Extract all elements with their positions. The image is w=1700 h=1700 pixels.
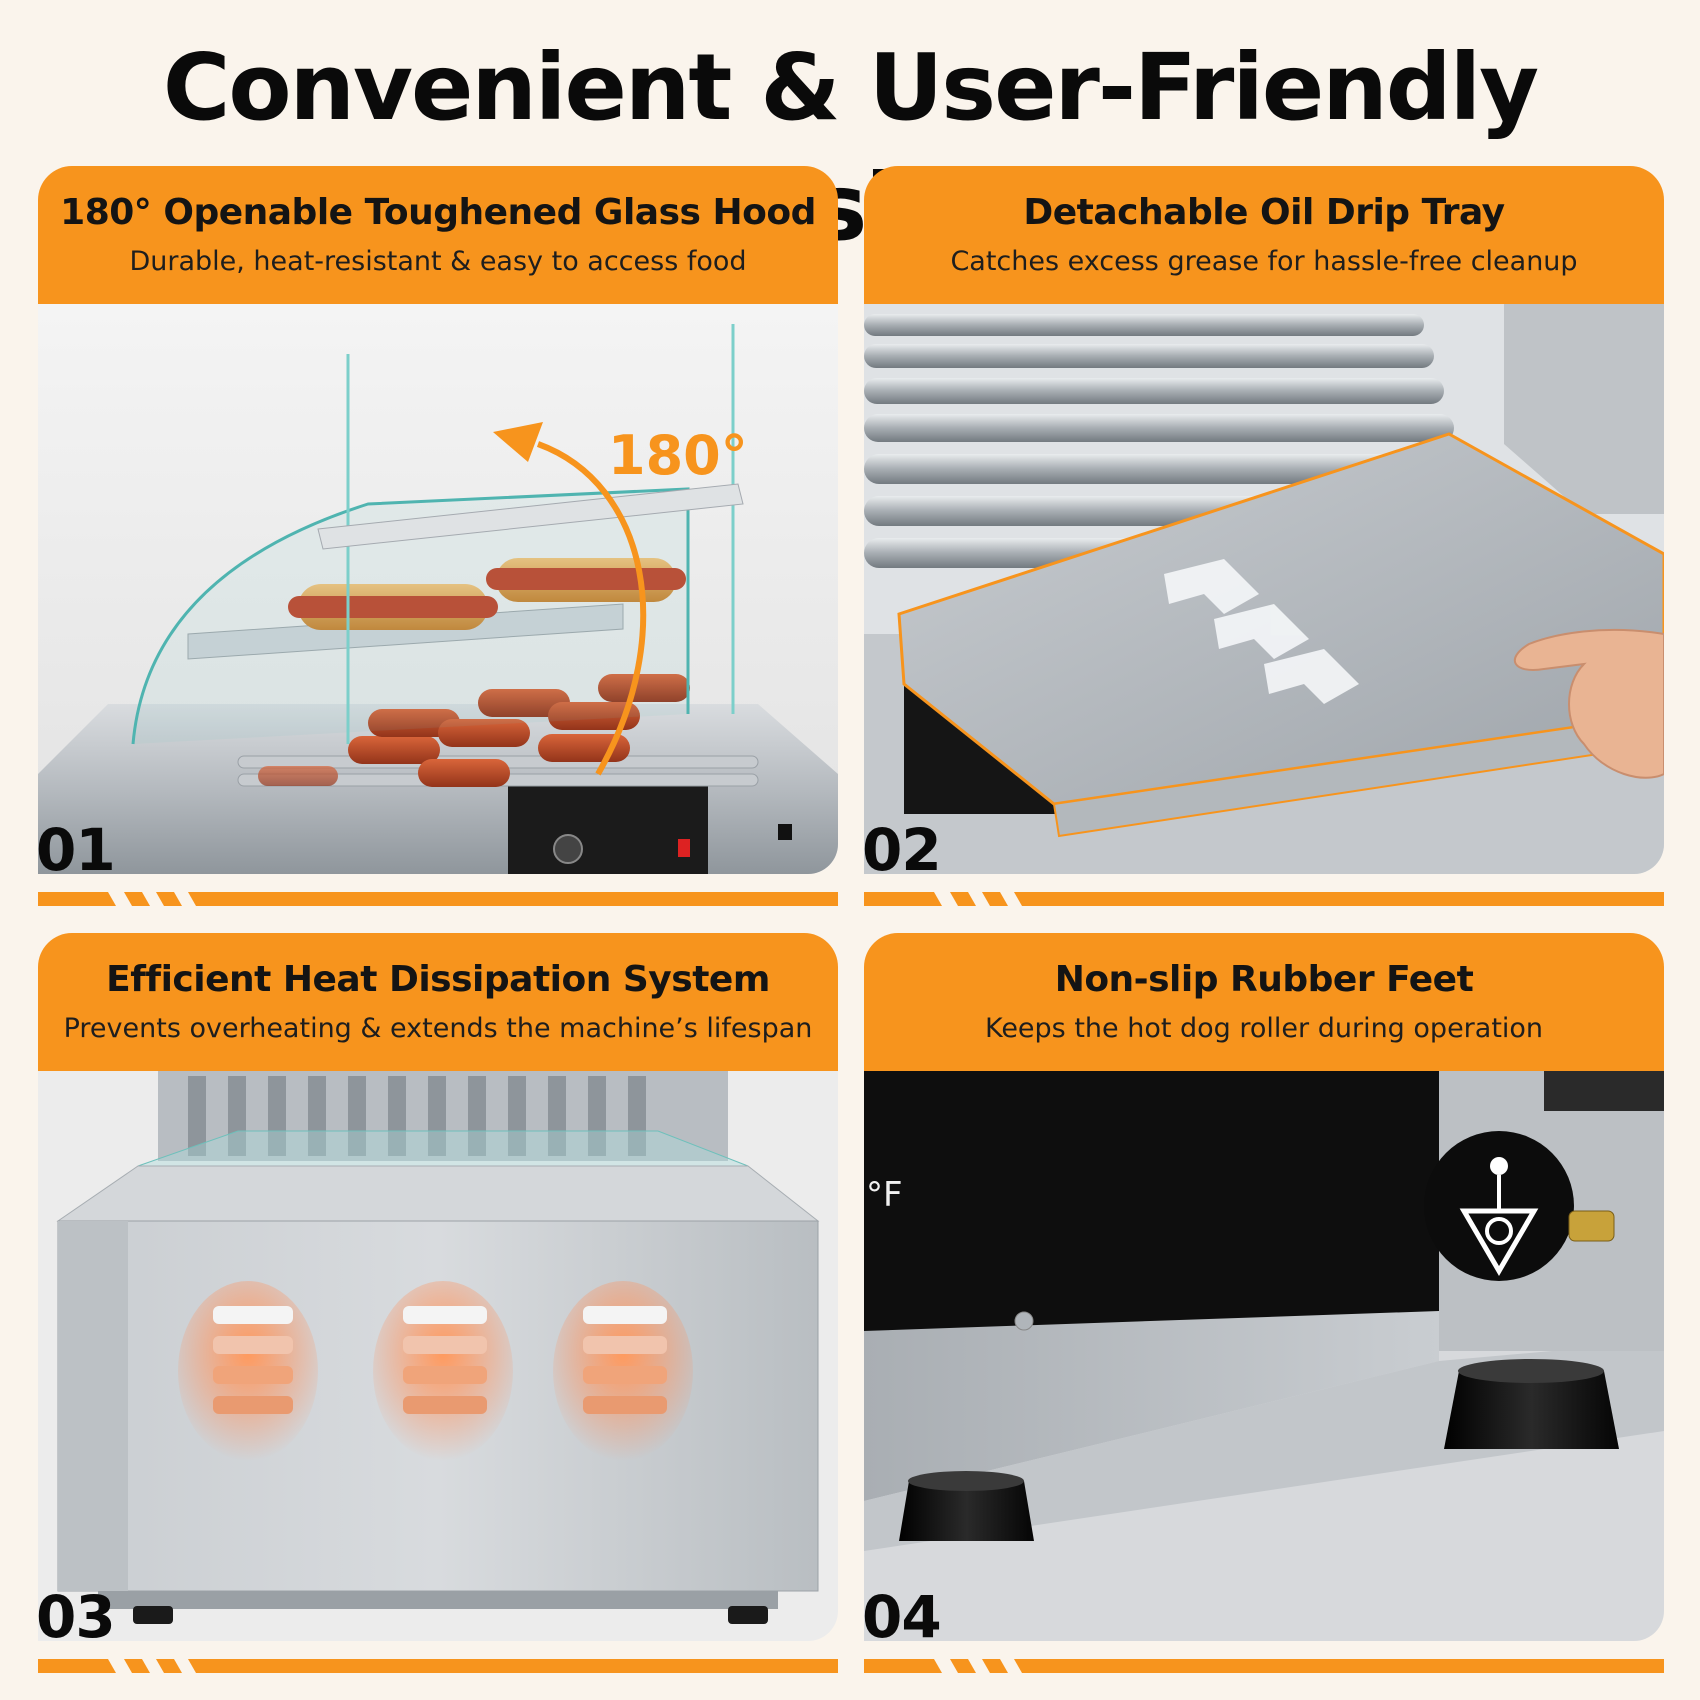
feature-card-drip-tray: Detachable Oil Drip Tray Catches excess …	[862, 166, 1664, 906]
drip-tray-photo	[864, 304, 1664, 874]
feature-subtitle: Catches excess grease for hassle-free cl…	[950, 246, 1578, 277]
decorative-stripe	[38, 1659, 838, 1673]
heat-vent-icon	[178, 1281, 693, 1461]
glass-hood-photo: 180°	[38, 304, 838, 874]
feature-subtitle: Prevents overheating & extends the machi…	[63, 1013, 813, 1044]
feature-header: Efficient Heat Dissipation System Preven…	[38, 933, 838, 1071]
ground-symbol-icon	[1424, 1131, 1574, 1281]
feature-number: 02	[862, 816, 942, 884]
feature-number: 04	[862, 1583, 942, 1651]
decorative-stripe	[864, 892, 1664, 906]
feature-card-glass-hood: 180° Openable Toughened Glass Hood Durab…	[36, 166, 838, 906]
decorative-stripe	[38, 892, 838, 906]
feature-card-rubber-feet: Non-slip Rubber Feet Keeps the hot dog r…	[862, 933, 1664, 1673]
heat-dissipation-photo	[38, 1071, 838, 1641]
feature-header: Detachable Oil Drip Tray Catches excess …	[864, 166, 1664, 304]
feature-header: Non-slip Rubber Feet Keeps the hot dog r…	[864, 933, 1664, 1071]
feature-title: Efficient Heat Dissipation System	[106, 959, 770, 1000]
feature-title: 180° Openable Toughened Glass Hood	[60, 192, 816, 233]
feature-subtitle: Durable, heat-resistant & easy to access…	[129, 246, 747, 277]
temperature-unit-label: °F	[866, 1175, 903, 1215]
decorative-stripe	[864, 1659, 1664, 1673]
feature-header: 180° Openable Toughened Glass Hood Durab…	[38, 166, 838, 304]
feature-subtitle: Keeps the hot dog roller during operatio…	[984, 1013, 1544, 1044]
feature-title: Detachable Oil Drip Tray	[1023, 192, 1505, 233]
angle-badge: 180°	[608, 424, 748, 487]
rotation-arrow-icon	[536, 441, 647, 776]
chevron-arrows-icon	[1164, 559, 1359, 704]
feature-card-heat-dissipation: Efficient Heat Dissipation System Preven…	[36, 933, 838, 1673]
feature-number: 01	[36, 816, 116, 884]
feature-title: Non-slip Rubber Feet	[1054, 959, 1474, 1000]
feature-number: 03	[36, 1583, 116, 1651]
rubber-feet-photo: °F	[864, 1071, 1664, 1641]
